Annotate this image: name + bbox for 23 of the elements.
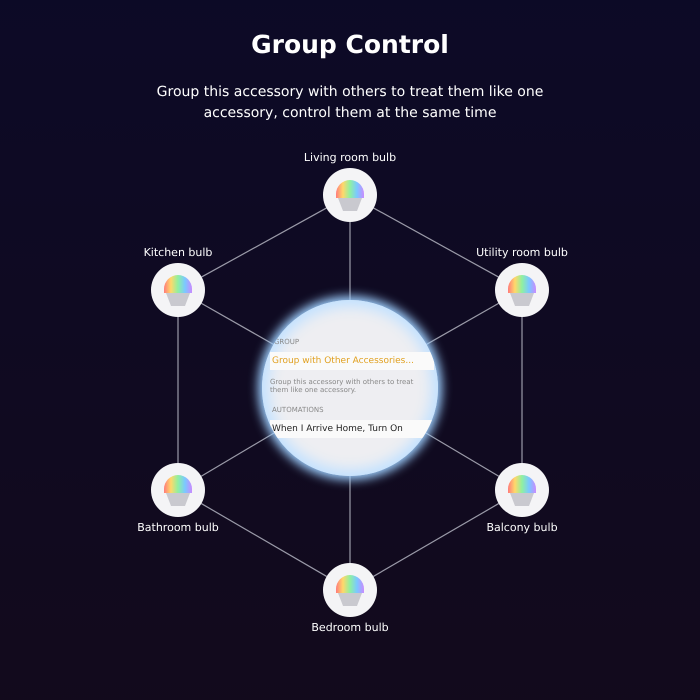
bulb-label: Balcony bulb [486,521,558,534]
title: Group Control [250,30,450,59]
connector-line [373,503,499,577]
bulb-label: Bathroom bulb [137,521,219,534]
menu-option: Group with Other Accessories... [270,352,434,370]
connector-line [521,317,523,463]
connector-line [201,302,274,345]
connector-line [426,302,499,345]
bulb-label: Kitchen bulb [144,246,212,259]
bulb-label: Utility room bulb [476,246,568,259]
connector-line [349,476,351,563]
bulb-label: Living room bulb [304,151,396,164]
bulb-label: Bedroom bulb [311,621,389,634]
connector-line [201,503,327,577]
connector-line [201,208,327,278]
connector-line [373,208,499,278]
connector-line [349,222,351,300]
automation-item: When I Arrive Home, Turn On [270,420,434,438]
connector-line [177,317,179,463]
magnified-screen-circle [262,300,438,476]
connector-line [200,432,275,477]
subtitle: Group this accessory with others to treat them like one accessory, control them at the same time [156,83,544,123]
connector-line [425,432,500,477]
